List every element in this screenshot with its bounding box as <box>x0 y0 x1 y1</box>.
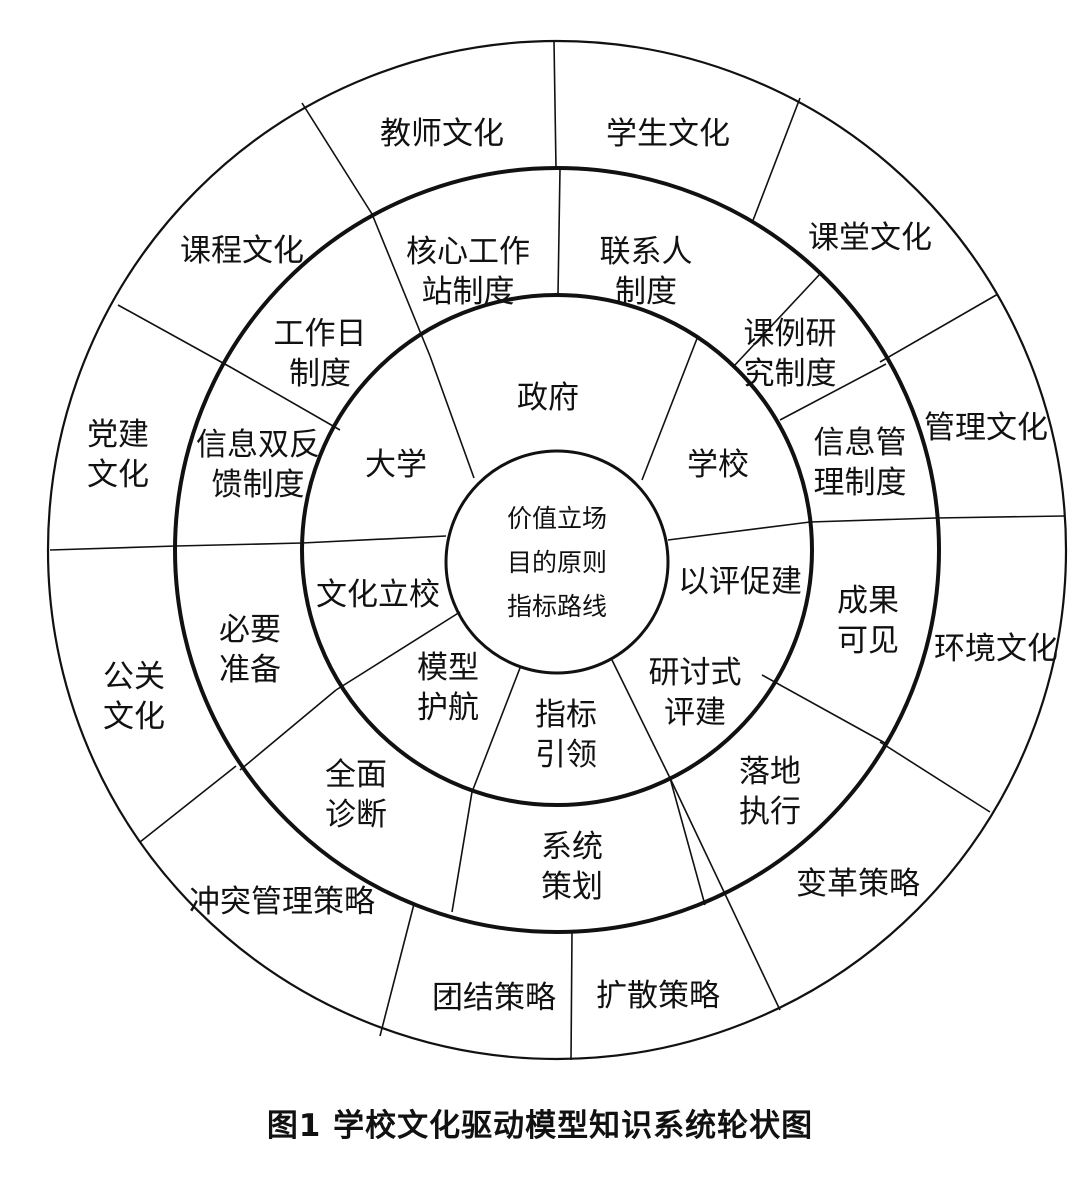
ring1-label-line: 指标 <box>535 697 597 733</box>
ring2-label-line: 成果 <box>837 583 899 619</box>
ring3-label-line: 教师文化 <box>380 116 504 152</box>
ring2-label: 课例研究制度 <box>744 316 837 392</box>
ring2-label: 系统策划 <box>541 829 603 905</box>
ring3-label: 环境文化 <box>934 631 1058 667</box>
ring2-label-line: 工作日 <box>274 316 367 352</box>
ring1-label-line: 文化立校 <box>316 577 440 613</box>
ring3-dividers <box>49 40 1065 1061</box>
ring2-label-line: 制度 <box>615 274 677 310</box>
ring1-dividers <box>301 335 811 793</box>
ring2-label: 全面诊断 <box>325 757 387 833</box>
ring1-label: 指标引领 <box>535 697 597 773</box>
center-label: 价值立场目的原则指标路线 <box>507 504 607 621</box>
ring3-label-line: 扩散策略 <box>596 978 720 1014</box>
ring2-label: 工作日制度 <box>274 316 367 392</box>
ring3-label-line: 党建 <box>87 417 149 453</box>
figure-caption: 图1 学校文化驱动模型知识系统轮状图 <box>266 1108 814 1144</box>
ring2-label-line: 理制度 <box>814 465 907 501</box>
ring2-label-line: 可见 <box>837 623 899 659</box>
ring3-label: 课堂文化 <box>808 220 932 256</box>
ring2-label: 成果可见 <box>837 583 899 659</box>
outer-ring <box>46 39 1068 1061</box>
wheel-diagram: 价值立场目的原则指标路线政府学校以评促建研讨式评建指标引领模型护航文化立校大学联… <box>46 39 1068 1061</box>
ring2-label-line: 馈制度 <box>212 467 305 503</box>
ring2-label-line: 落地 <box>739 754 801 790</box>
ring3-label: 管理文化 <box>924 410 1048 446</box>
ring3-label: 教师文化 <box>380 116 504 152</box>
center-label-line: 目的原则 <box>507 548 607 577</box>
ring2-label-line: 全面 <box>325 757 387 793</box>
ring2-label-line: 制度 <box>289 356 351 392</box>
ring2-dividers <box>175 168 937 913</box>
ring2-label-line: 究制度 <box>744 356 837 392</box>
ring1-label-line: 模型 <box>417 650 479 686</box>
label-layer: 价值立场目的原则指标路线政府学校以评促建研讨式评建指标引领模型护航文化立校大学联… <box>87 116 1058 1016</box>
ring2-label: 信息管理制度 <box>814 425 907 501</box>
ring2-outer-boundary <box>173 166 941 934</box>
center-label-line: 价值立场 <box>507 504 607 533</box>
ring3-label-line: 文化 <box>103 699 165 735</box>
ring2-label-line: 联系人 <box>600 234 693 270</box>
ring1-outer-boundary <box>300 293 814 807</box>
ring3-label-line: 文化 <box>87 457 149 493</box>
ring3-label: 党建文化 <box>87 417 149 493</box>
ring3-label: 公关文化 <box>103 659 165 735</box>
ring2-label-line: 站制度 <box>422 274 515 310</box>
center-circle-boundary <box>444 449 670 675</box>
ring2-label-line: 诊断 <box>325 797 387 833</box>
ring3-label: 学生文化 <box>606 116 730 152</box>
ring2-label-line: 执行 <box>739 794 801 830</box>
ring2-label: 必要准备 <box>219 612 281 688</box>
ring1-label-line: 评建 <box>664 695 726 731</box>
ring2-label-line: 信息双反 <box>196 427 320 463</box>
ring2-label-line: 策划 <box>541 869 603 905</box>
ring3-label-line: 变革策略 <box>796 866 920 902</box>
ring3-label: 变革策略 <box>796 866 920 902</box>
ring2-label: 联系人制度 <box>600 234 693 310</box>
ring1-label-line: 大学 <box>365 447 427 483</box>
ring3-label: 团结策略 <box>432 980 556 1016</box>
ring1-label: 文化立校 <box>316 577 440 613</box>
ring1-label-line: 研讨式 <box>649 655 742 691</box>
ring2-label-line: 信息管 <box>814 425 907 461</box>
ring3-label-line: 课堂文化 <box>808 220 932 256</box>
ring2-label-line: 必要 <box>219 612 281 648</box>
ring2-label: 信息双反馈制度 <box>196 427 320 503</box>
ring2-label: 落地执行 <box>739 754 801 830</box>
ring2-label: 核心工作站制度 <box>406 234 530 310</box>
ring3-label: 冲突管理策略 <box>189 884 375 920</box>
ring3-label: 课程文化 <box>180 233 304 269</box>
ring1-label: 大学 <box>365 447 427 483</box>
center-label-line: 指标路线 <box>507 592 607 621</box>
ring1-label-line: 护航 <box>417 690 479 726</box>
ring1-label: 以评促建 <box>678 564 802 600</box>
ring1-label: 模型护航 <box>417 650 479 726</box>
ring1-label: 政府 <box>517 380 579 416</box>
ring1-label-line: 引领 <box>535 737 597 773</box>
ring3-label-line: 公关 <box>103 659 165 695</box>
ring2-label-line: 系统 <box>541 829 603 865</box>
ring3-label: 扩散策略 <box>596 978 720 1014</box>
ring3-label-line: 冲突管理策略 <box>189 884 375 920</box>
ring3-label-line: 管理文化 <box>924 410 1048 446</box>
ring3-label-line: 环境文化 <box>934 631 1058 667</box>
ring2-label-line: 课例研 <box>744 316 837 352</box>
ring2-label-line: 核心工作 <box>406 234 530 270</box>
ring3-label-line: 课程文化 <box>180 233 304 269</box>
ring1-label-line: 学校 <box>687 447 749 483</box>
ring2-label-line: 准备 <box>219 652 281 688</box>
ring1-label-line: 政府 <box>517 380 579 416</box>
ring1-label-line: 以评促建 <box>678 564 802 600</box>
ring1-label: 学校 <box>687 447 749 483</box>
ring3-label-line: 学生文化 <box>606 116 730 152</box>
ring3-label-line: 团结策略 <box>432 980 556 1016</box>
ring1-label: 研讨式评建 <box>649 655 742 731</box>
